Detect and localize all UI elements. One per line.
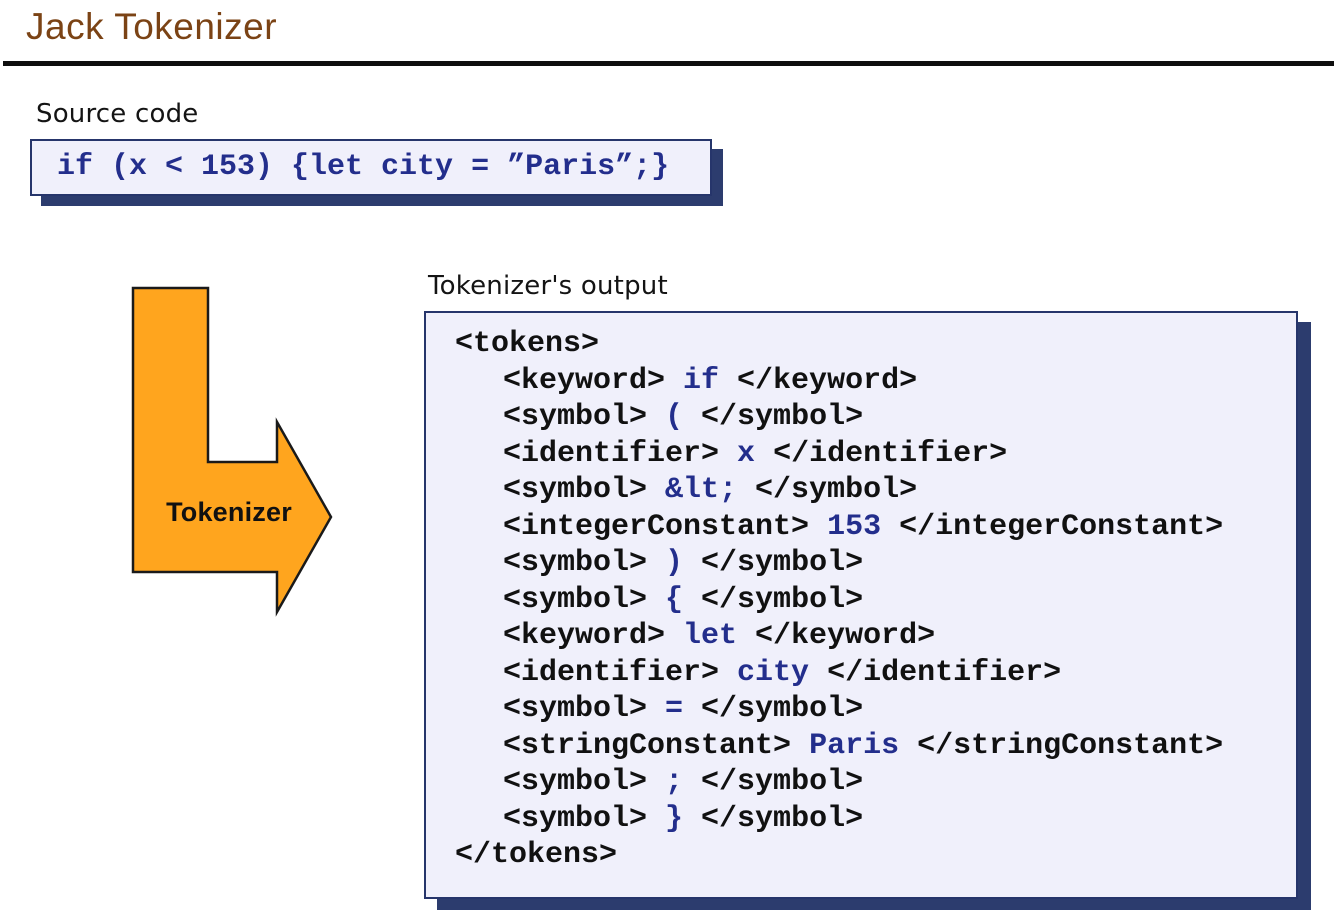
- token-open-tag: <integerConstant>: [503, 509, 828, 544]
- token-open-tag: <stringConstant>: [503, 728, 810, 763]
- token-open-tag: <identifier>: [503, 655, 738, 690]
- page-title: Jack Tokenizer: [26, 6, 278, 47]
- token-value: ): [665, 546, 684, 580]
- token-open-tag: <symbol>: [503, 692, 666, 726]
- token-close-tag: </identifier>: [809, 655, 1062, 690]
- token-lines: <keyword> if </keyword><symbol> ( </symb…: [455, 363, 1296, 838]
- token-close-tag: </symbol>: [683, 765, 864, 799]
- tokens-code-block: <tokens> <keyword> if </keyword><symbol>…: [426, 313, 1296, 874]
- token-line: <identifier> x </identifier>: [455, 436, 1296, 473]
- token-value: Paris: [809, 728, 900, 763]
- tokenizer-output-box: <tokens> <keyword> if </keyword><symbol>…: [424, 311, 1298, 899]
- token-open-tag: <symbol>: [503, 546, 666, 580]
- tokenizer-arrow-icon: [131, 286, 337, 618]
- token-value: }: [665, 801, 684, 836]
- token-open-tag: <symbol>: [503, 765, 666, 799]
- token-value: 153: [827, 509, 882, 544]
- token-open-tag: <symbol>: [503, 473, 666, 507]
- token-value: {: [665, 582, 684, 617]
- token-line: <symbol> ( </symbol>: [455, 399, 1296, 436]
- token-open-tag: <symbol>: [503, 582, 666, 617]
- token-value: =: [665, 692, 684, 726]
- token-line: <symbol> = </symbol>: [455, 691, 1296, 728]
- token-line: <symbol> ) </symbol>: [455, 545, 1296, 582]
- token-value: ;: [665, 765, 684, 799]
- token-close-tag: </identifier>: [755, 436, 1008, 471]
- token-value: x: [737, 436, 756, 471]
- token-line: <symbol> ; </symbol>: [455, 764, 1296, 801]
- token-close-tag: </symbol>: [683, 582, 864, 617]
- token-open-tag: <identifier>: [503, 436, 738, 471]
- token-value: if: [683, 363, 720, 398]
- tokens-open-tag: <tokens>: [455, 327, 600, 361]
- token-open-tag: <keyword>: [503, 363, 684, 398]
- token-line: <keyword> let </keyword>: [455, 618, 1296, 655]
- token-close-tag: </symbol>: [737, 473, 918, 507]
- token-line: <symbol> } </symbol>: [455, 801, 1296, 838]
- token-line: <symbol> &lt; </symbol>: [455, 472, 1296, 509]
- token-close-tag: </keyword>: [719, 363, 918, 398]
- tokenizer-output-label: Tokenizer's output: [428, 271, 668, 301]
- source-code-box: if (x < 153) {let city = ”Paris”;}: [30, 139, 712, 196]
- source-code-text: if (x < 153) {let city = ”Paris”;}: [57, 150, 670, 184]
- token-open-tag: <keyword>: [503, 619, 684, 653]
- token-line: <keyword> if </keyword>: [455, 363, 1296, 400]
- token-line: <symbol> { </symbol>: [455, 582, 1296, 619]
- token-close-tag: </symbol>: [683, 546, 864, 580]
- token-close-tag: </keyword>: [737, 619, 936, 653]
- token-close-tag: </stringConstant>: [899, 728, 1224, 763]
- token-close-tag: </integerConstant>: [881, 509, 1224, 544]
- source-code-label: Source code: [36, 99, 199, 129]
- token-close-tag: </symbol>: [683, 692, 864, 726]
- token-close-tag: </symbol>: [683, 801, 864, 836]
- token-value: (: [665, 400, 684, 434]
- token-line: <integerConstant> 153 </integerConstant>: [455, 509, 1296, 546]
- token-line: <stringConstant> Paris </stringConstant>: [455, 728, 1296, 765]
- token-value: &lt;: [665, 473, 738, 507]
- token-value: let: [683, 619, 738, 653]
- token-open-tag: <symbol>: [503, 801, 666, 836]
- token-value: city: [737, 655, 810, 690]
- tokens-close-tag: </tokens>: [455, 838, 618, 872]
- tokenizer-arrow-label: Tokenizer: [166, 497, 292, 527]
- title-divider: [3, 61, 1334, 66]
- token-close-tag: </symbol>: [683, 400, 864, 434]
- token-open-tag: <symbol>: [503, 400, 666, 434]
- token-line: <identifier> city </identifier>: [455, 655, 1296, 692]
